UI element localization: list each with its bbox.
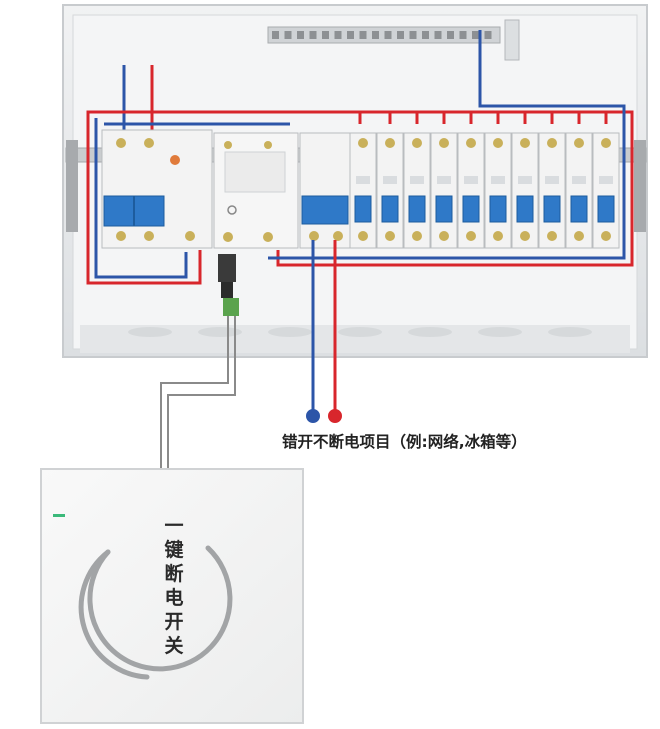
switch-label-char: 开 [164, 611, 184, 633]
terminal-screw [347, 31, 354, 39]
branch-breaker [565, 132, 593, 249]
terminal-screw [409, 31, 417, 39]
branch-breaker [511, 132, 539, 249]
branch-breaker [403, 132, 431, 249]
main-breaker [101, 129, 213, 249]
bypass-output-wires [306, 240, 342, 423]
terminal-screw [384, 31, 392, 39]
terminal-screw [397, 31, 404, 39]
switch-label: 一 键 断 电 开 关 [159, 514, 189, 658]
switch-label-char: 关 [164, 635, 184, 657]
terminal-screw [447, 31, 454, 39]
switch-label-char: 一 [164, 515, 184, 537]
bypass-breaker [299, 132, 351, 249]
branch-breaker [349, 132, 377, 249]
switch-label-char: 电 [164, 587, 184, 609]
branch-breaker [430, 132, 458, 249]
terminal-screw [422, 31, 429, 39]
branch-breaker [484, 132, 512, 249]
terminal-screw [309, 31, 317, 39]
rail-clip-right [634, 140, 646, 232]
terminal-bar [267, 19, 520, 61]
rail-clip-left [66, 140, 78, 232]
knockout-holes [128, 327, 592, 337]
terminal-screw [472, 31, 479, 39]
internal-wiring [86, 30, 634, 285]
branch-breaker [376, 132, 404, 249]
terminal-screw [322, 31, 329, 39]
controller-connector [218, 254, 239, 316]
smart-controller-module [213, 132, 299, 249]
terminal-screw [359, 31, 367, 39]
wall-switch [40, 468, 304, 724]
branch-breaker [592, 132, 620, 249]
branch-breakers [349, 132, 620, 249]
switch-label-char: 键 [164, 539, 184, 561]
terminal-screw [297, 31, 304, 39]
terminal-screw [284, 31, 292, 39]
switch-label-char: 断 [164, 563, 184, 585]
branch-breaker [457, 132, 485, 249]
terminal-screw [459, 31, 467, 39]
terminal-screw [434, 31, 442, 39]
terminal-screw [334, 31, 342, 39]
branch-breaker [538, 132, 566, 249]
bypass-circuit-caption: 错开不断电项目（例:网络,冰箱等） [282, 433, 527, 451]
signal-wire [160, 316, 236, 470]
terminal-screw [484, 31, 492, 39]
terminal-screw [272, 31, 279, 39]
terminal-screw [372, 31, 379, 39]
switch-led [53, 514, 65, 517]
